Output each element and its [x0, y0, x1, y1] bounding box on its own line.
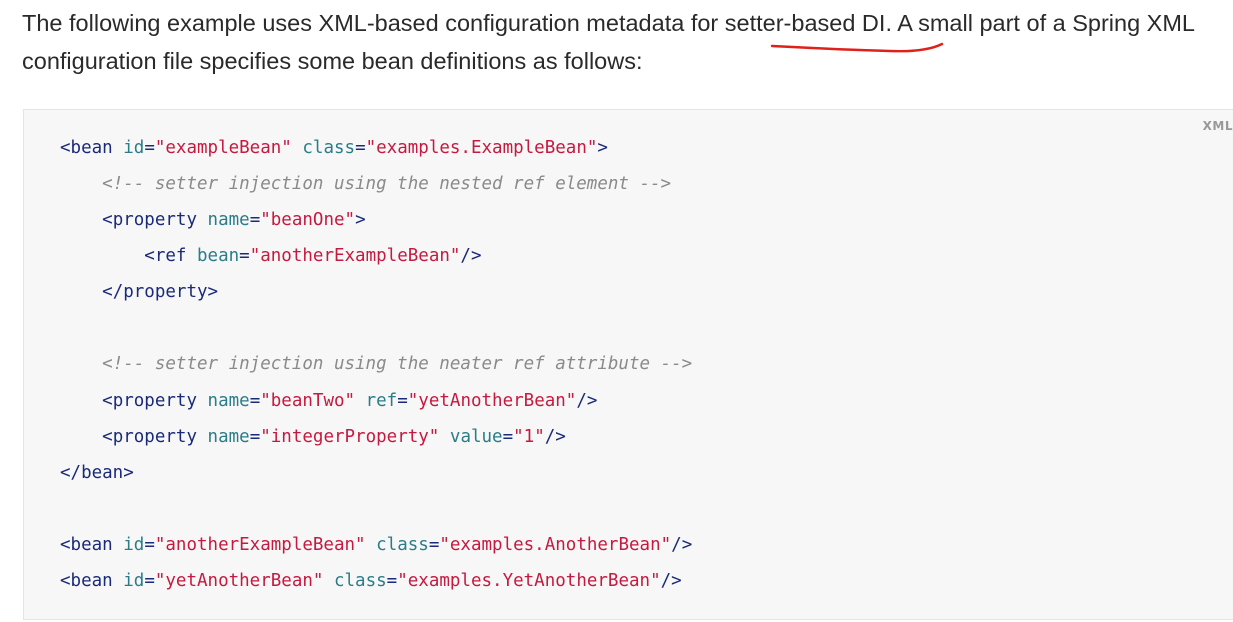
code-line: <ref bean="anotherExampleBean"/> — [144, 246, 482, 266]
highlighted-phrase: setter-based DI — [724, 10, 886, 36]
code-line: <bean id="exampleBean" class="examples.E… — [60, 138, 608, 158]
code-line: </property> — [102, 282, 219, 302]
intro-text-start: The following example uses XML-based con… — [22, 10, 725, 36]
intro-text-end: . A small part of a Spring XML configura… — [22, 10, 1195, 74]
intro-paragraph: The following example uses XML-based con… — [22, 4, 1227, 80]
code-line: <bean id="anotherExampleBean" class="exa… — [60, 535, 693, 555]
code-line: <property name="integerProperty" value="… — [102, 427, 566, 447]
code-line: <property name="beanTwo" ref="yetAnother… — [102, 391, 598, 411]
code-block: XML <bean id="exampleBean" class="exampl… — [23, 109, 1233, 620]
code-line: </bean> — [60, 463, 134, 483]
code-line: <bean id="yetAnotherBean" class="example… — [60, 571, 682, 591]
code-comment: <!-- setter injection using the neater r… — [102, 354, 693, 374]
code-comment: <!-- setter injection using the nested r… — [102, 174, 672, 194]
language-label: XML — [1202, 119, 1233, 133]
code-line: <property name="beanOne"> — [102, 210, 366, 230]
